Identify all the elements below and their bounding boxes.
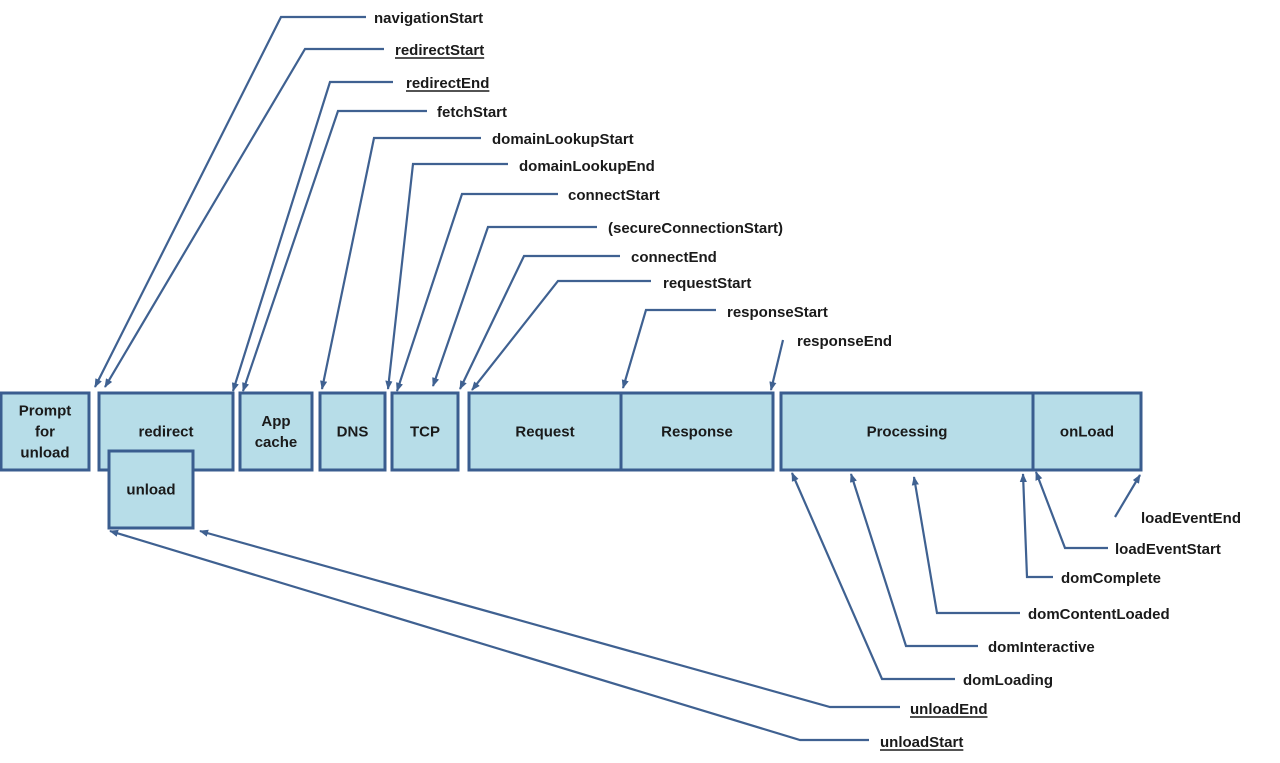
event-arrow: [385, 162, 508, 390]
event-loadEventEnd: loadEventEnd: [1141, 510, 1241, 527]
phase-box: [107, 449, 195, 530]
event-responseStart: responseStart: [727, 304, 828, 321]
event-label: (secureConnectionStart): [608, 220, 783, 237]
event-arrow: [231, 80, 393, 392]
event-loadEventStart: loadEventStart: [1115, 541, 1221, 558]
phase-response: Response: [619, 391, 775, 472]
phase-label: unload: [126, 482, 175, 499]
phase-label: Request: [515, 424, 574, 441]
phase-box: [318, 391, 387, 472]
event-domainLookupEnd: domainLookupEnd: [519, 158, 655, 175]
event-arrow: [431, 225, 597, 387]
phase-box: [779, 391, 1035, 472]
event-secureConnectionStart: (secureConnectionStart): [608, 220, 783, 237]
event-arrow: [911, 476, 1020, 615]
event-arrow: [471, 279, 651, 391]
phase-request: Request: [467, 391, 623, 472]
event-unloadStart: unloadStart: [880, 734, 964, 751]
phase-label: Response: [661, 424, 733, 441]
event-domInteractive: domInteractive: [988, 639, 1095, 656]
event-arrow: [790, 472, 955, 681]
phase-label: App: [261, 413, 290, 430]
event-arrow: [621, 308, 716, 389]
phase-unload: unload: [107, 449, 195, 530]
event-arrow: [199, 529, 900, 709]
event-arrow: [320, 136, 481, 390]
phase-box: [390, 391, 460, 472]
phase-app-cache: App cache: [238, 391, 314, 472]
phase-box: [1031, 391, 1143, 472]
event-domLoading: domLoading: [963, 672, 1053, 689]
event-label: domComplete: [1061, 570, 1161, 587]
phase-dns: DNS: [318, 391, 387, 472]
event-arrow: [241, 109, 427, 392]
event-arrow: [1034, 471, 1108, 550]
event-arrow: [849, 473, 978, 648]
phase-label: Processing: [867, 424, 948, 441]
phase-label: Prompt: [19, 403, 72, 420]
phase-processing: Processing: [779, 391, 1035, 472]
phase-label: TCP: [410, 424, 440, 441]
event-arrow: [109, 529, 869, 742]
event-label: connectStart: [568, 187, 660, 204]
event-arrow: [769, 339, 785, 391]
event-arrow: [459, 254, 620, 390]
phase-box: [238, 391, 314, 472]
event-label: unloadEnd: [910, 701, 988, 718]
event-domContentLoaded: domContentLoaded: [1028, 606, 1170, 623]
event-label: connectEnd: [631, 249, 717, 266]
phase-onload: onLoad: [1031, 391, 1143, 472]
event-arrow: [395, 192, 558, 392]
event-label: requestStart: [663, 275, 751, 292]
event-connectStart: connectStart: [568, 187, 660, 204]
event-label: navigationStart: [374, 10, 483, 27]
phase-tcp: TCP: [390, 391, 460, 472]
event-label: fetchStart: [437, 104, 507, 121]
phase-prompt-for-unload: Prompt for unload: [0, 391, 91, 472]
phase-label: onLoad: [1060, 424, 1114, 441]
event-requestStart: requestStart: [663, 275, 751, 292]
event-label: unloadStart: [880, 734, 963, 751]
event-redirectStart: redirectStart: [395, 42, 484, 59]
event-domainLookupStart: domainLookupStart: [492, 131, 634, 148]
event-arrow: [104, 47, 384, 388]
event-label: domainLookupStart: [492, 131, 634, 148]
event-fetchStart: fetchStart: [437, 104, 507, 121]
event-label: domContentLoaded: [1028, 606, 1170, 623]
event-arrow: [1114, 474, 1141, 518]
event-arrow: [1019, 473, 1053, 579]
phase-box: [619, 391, 775, 472]
event-responseEnd: responseEnd: [797, 333, 892, 350]
phase-box: [0, 391, 91, 472]
phase-box: [467, 391, 623, 472]
event-label: redirectStart: [395, 42, 484, 59]
event-navigationStart: navigationStart: [374, 10, 483, 27]
event-connectEnd: connectEnd: [631, 249, 717, 266]
event-redirectEnd: redirectEnd: [406, 75, 490, 92]
event-label: loadEventEnd: [1141, 510, 1241, 527]
event-label: responseEnd: [797, 333, 892, 350]
phase-label: cache: [255, 434, 298, 451]
event-label: domLoading: [963, 672, 1053, 689]
event-label: domainLookupEnd: [519, 158, 655, 175]
event-unloadEnd: unloadEnd: [910, 701, 988, 718]
event-label: domInteractive: [988, 639, 1095, 656]
event-label: loadEventStart: [1115, 541, 1221, 558]
event-domComplete: domComplete: [1061, 570, 1161, 587]
event-arrow: [94, 15, 366, 388]
phase-label: for: [35, 424, 55, 441]
phase-label: DNS: [337, 424, 369, 441]
phase-label: redirect: [138, 424, 193, 441]
event-label: responseStart: [727, 304, 828, 321]
event-label: redirectEnd: [406, 75, 489, 92]
phase-label: unload: [20, 445, 69, 462]
